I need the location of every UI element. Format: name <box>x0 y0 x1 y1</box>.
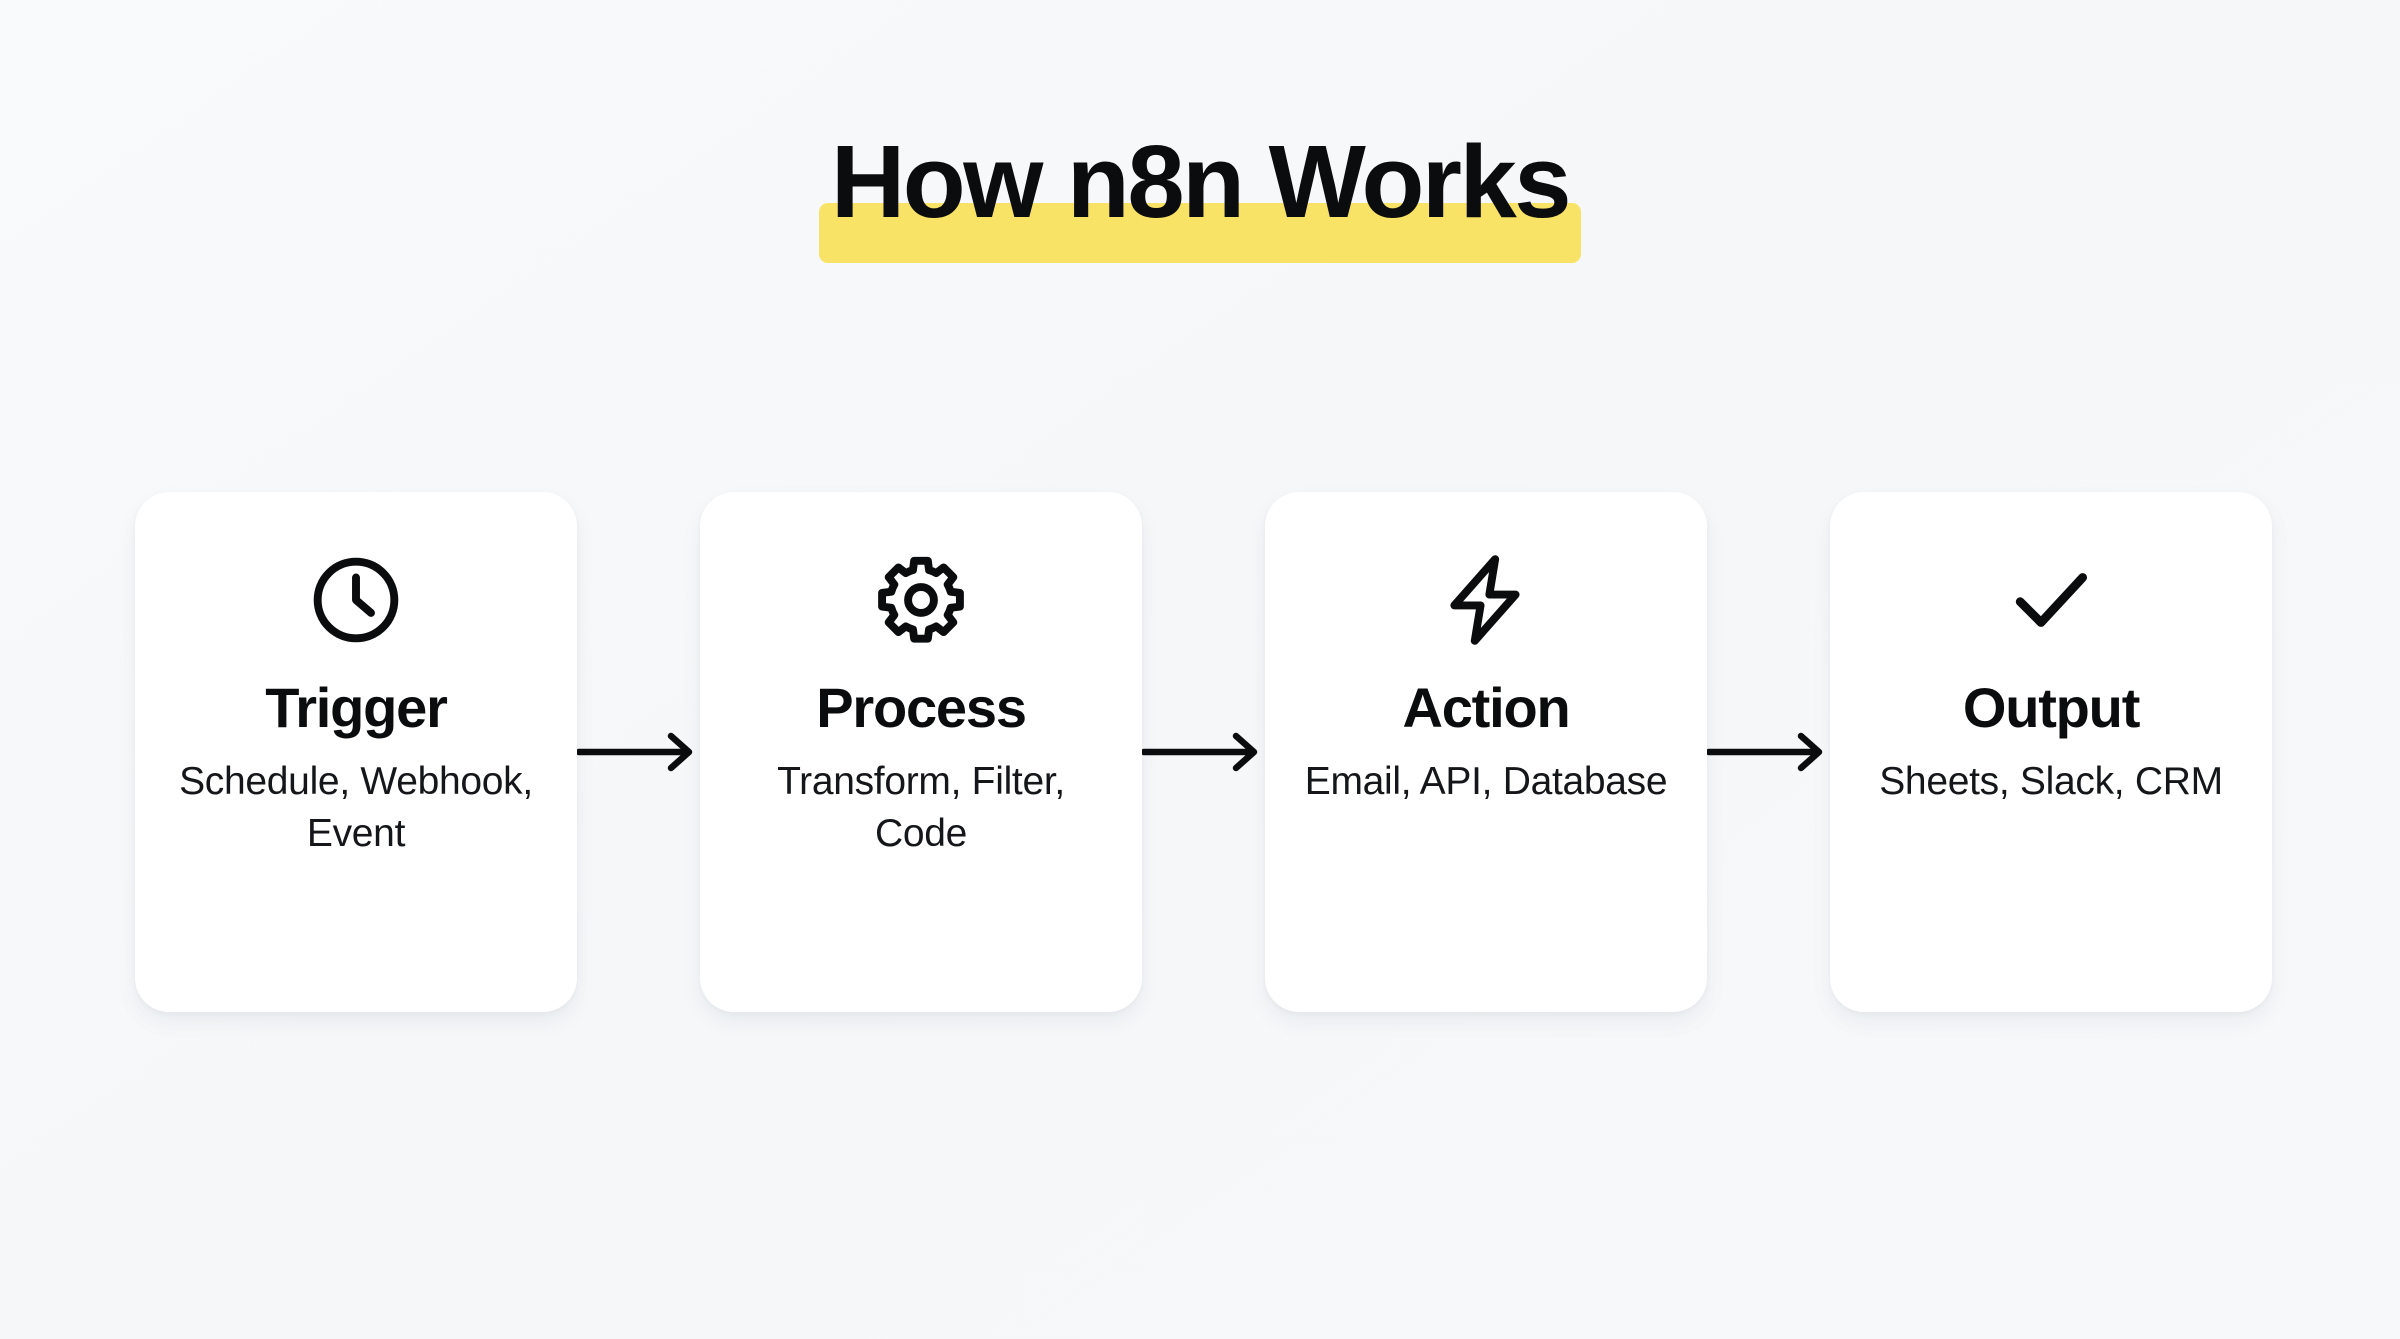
title-highlight-bar <box>818 203 1582 263</box>
flow-step-title: Action <box>1402 676 1570 739</box>
flow-step-title: Output <box>1962 676 2140 739</box>
check-icon <box>2001 550 2101 650</box>
flow-step-desc: Sheets, Slack, CRM <box>1879 760 2223 804</box>
flow-step-desc: Schedule, Webhook, Event <box>179 760 533 855</box>
arrow-connector-2 <box>1142 492 1265 1012</box>
title-inner: How n8n Works <box>818 118 1582 263</box>
flow-step-action[interactable]: Action Email, API, Database <box>1265 492 1707 1012</box>
flow-step-trigger[interactable]: Trigger Schedule, Webhook, Event <box>135 492 577 1012</box>
flow-step-desc: Transform, Filter, Code <box>777 760 1065 855</box>
flow-row: Trigger Schedule, Webhook, Event Process… <box>135 492 2272 1017</box>
flow-step-title: Trigger <box>265 676 448 739</box>
lightning-bolt-icon <box>1436 550 1536 650</box>
flow-step-desc: Email, API, Database <box>1304 760 1668 804</box>
gear-icon <box>871 550 971 650</box>
clock-icon <box>306 550 406 650</box>
flow-step-process[interactable]: Process Transform, Filter, Code <box>700 492 1142 1012</box>
arrow-connector-3 <box>1707 492 1830 1012</box>
title-text: How n8n Works <box>830 124 1572 239</box>
flow-step-output[interactable]: Output Sheets, Slack, CRM <box>1830 492 2272 1012</box>
flow-step-title: Process <box>816 676 1027 739</box>
arrow-connector-1 <box>577 492 700 1012</box>
page-title: How n8n Works <box>0 118 2400 278</box>
